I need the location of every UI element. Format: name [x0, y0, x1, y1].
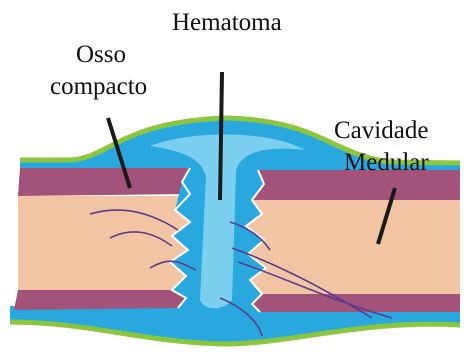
compact-bone-left-bottom	[14, 290, 186, 310]
compact-bone-right-bottom	[252, 294, 460, 312]
label-osso-compacto-line2: compacto	[50, 72, 147, 102]
label-cavidade-line2: Medular	[344, 148, 429, 178]
leader-line-hematoma	[220, 72, 222, 200]
marrow-cavity-left	[18, 196, 190, 290]
compact-bone-left-top	[18, 168, 190, 196]
label-cavidade-line1: Cavidade	[334, 116, 428, 146]
label-hematoma: Hematoma	[172, 8, 282, 38]
marrow-cavity-right	[246, 200, 460, 294]
label-osso-compacto-line1: Osso	[76, 40, 126, 70]
